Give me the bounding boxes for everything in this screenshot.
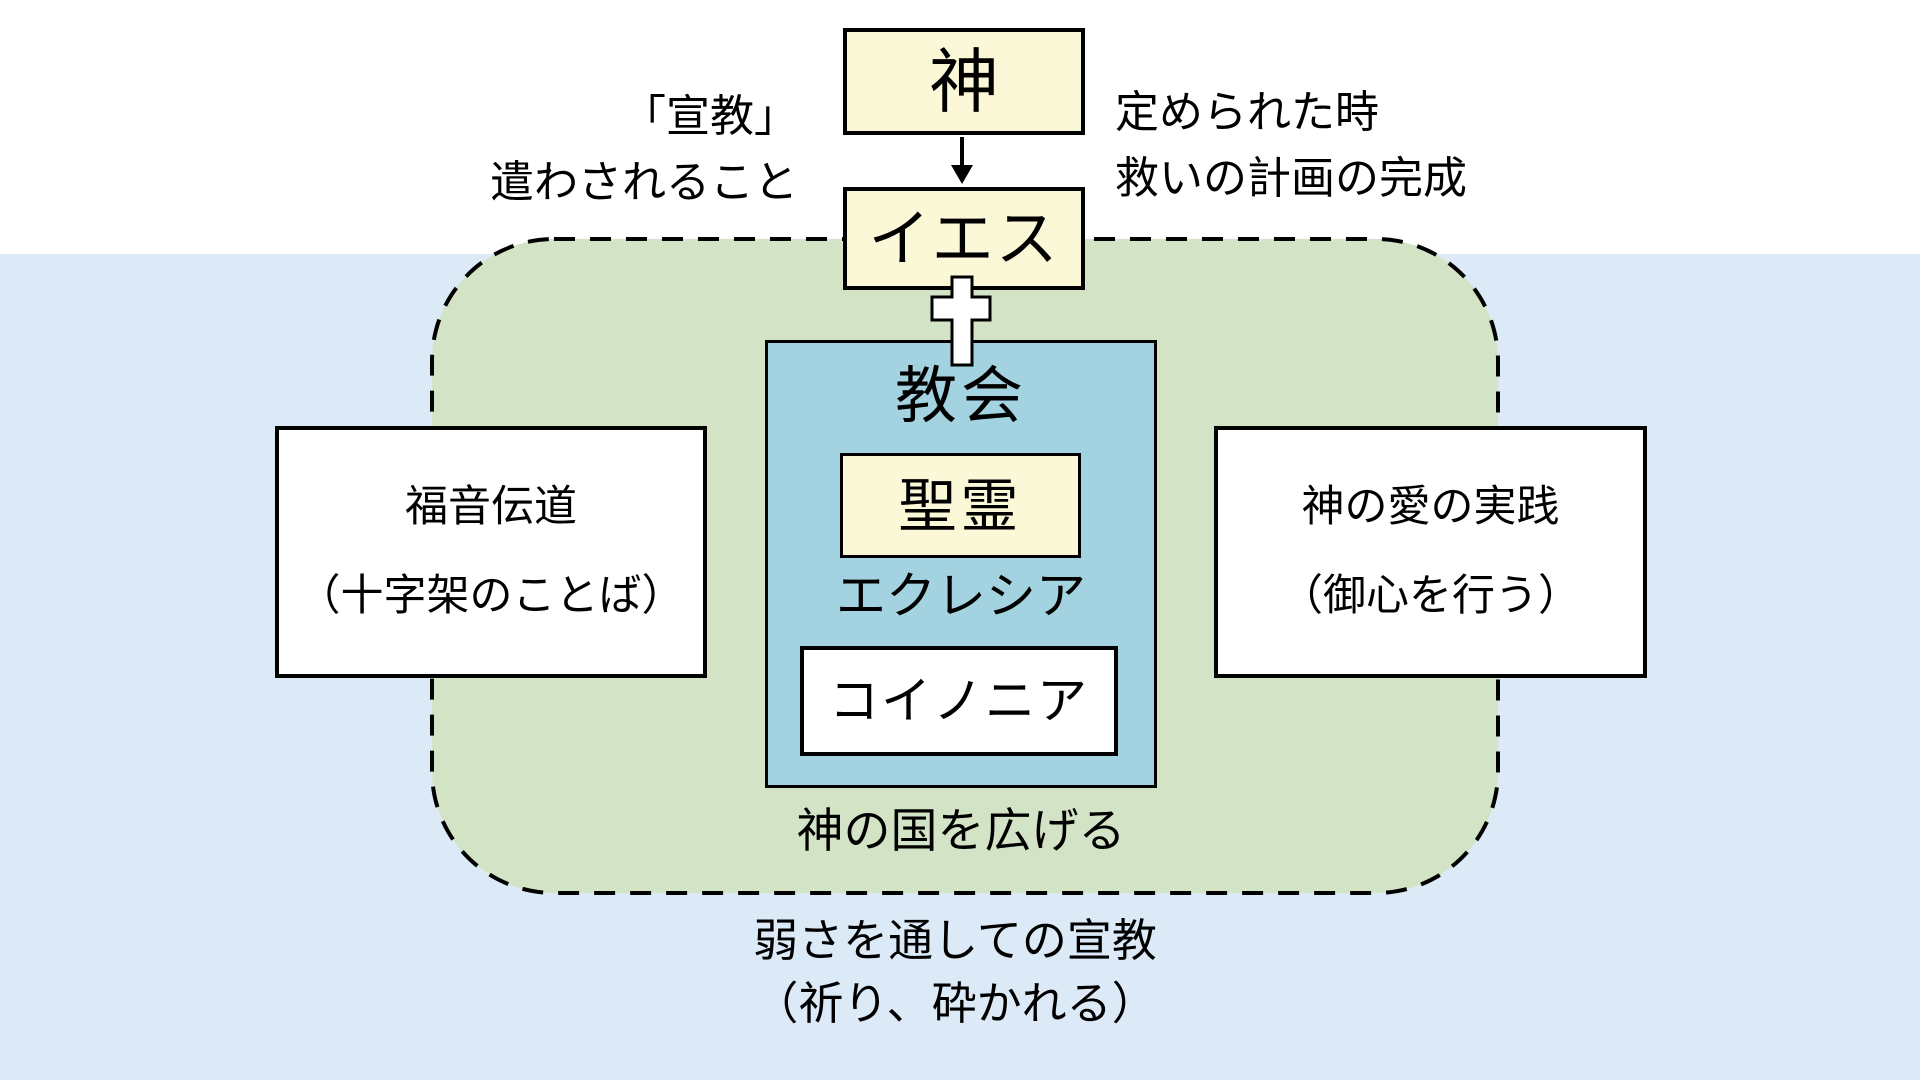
koinonia-label: コイノニア bbox=[829, 672, 1089, 730]
appointed-time-annotation-line1: 定められた時 bbox=[1115, 87, 1379, 138]
love-practice-box: 神の愛の実践 （御心を行う） bbox=[1214, 426, 1647, 678]
down-arrow-head bbox=[951, 165, 973, 184]
church-box: 教会 聖霊 エクレシア コイノニア bbox=[765, 340, 1157, 788]
ecclesia-label: エクレシア bbox=[836, 567, 1086, 625]
love-practice-box-line1: 神の愛の実践 bbox=[1301, 482, 1560, 532]
god-box-label: 神 bbox=[929, 40, 999, 123]
church-title: 教会 bbox=[894, 359, 1027, 432]
god-box: 神 bbox=[843, 28, 1085, 135]
latin-cross-icon bbox=[930, 275, 992, 367]
weakness-mission-caption: 弱さを通しての宣教 （祈り、砕かれる） bbox=[460, 909, 1450, 1035]
holy-spirit-label: 聖霊 bbox=[898, 471, 1023, 540]
appointed-time-annotation: 定められた時 救いの計画の完成 bbox=[1115, 80, 1467, 212]
mission-annotation-line2: 遣わされること bbox=[490, 157, 798, 208]
kingdom-caption: 神の国を広げる bbox=[796, 804, 1126, 859]
jesus-box-label: イエス bbox=[868, 201, 1060, 275]
evangelism-box: 福音伝道 （十字架のことば） bbox=[275, 426, 707, 678]
mission-annotation-line1: 「宣教」 bbox=[622, 91, 798, 142]
weakness-mission-caption-line2: （祈り、砕かれる） bbox=[753, 977, 1157, 1030]
koinonia-box: コイノニア bbox=[800, 646, 1118, 756]
love-practice-box-line2: （御心を行う） bbox=[1280, 571, 1581, 621]
down-arrow-icon bbox=[951, 137, 973, 184]
evangelism-box-line1: 福音伝道 bbox=[405, 482, 577, 532]
mission-annotation: 「宣教」 遣わされること bbox=[490, 84, 798, 216]
weakness-mission-caption-line1: 弱さを通しての宣教 bbox=[753, 914, 1157, 967]
appointed-time-annotation-line2: 救いの計画の完成 bbox=[1115, 153, 1467, 204]
evangelism-box-line2: （十字架のことば） bbox=[297, 571, 685, 621]
latin-cross-shape bbox=[930, 275, 992, 367]
holy-spirit-box: 聖霊 bbox=[840, 453, 1081, 558]
